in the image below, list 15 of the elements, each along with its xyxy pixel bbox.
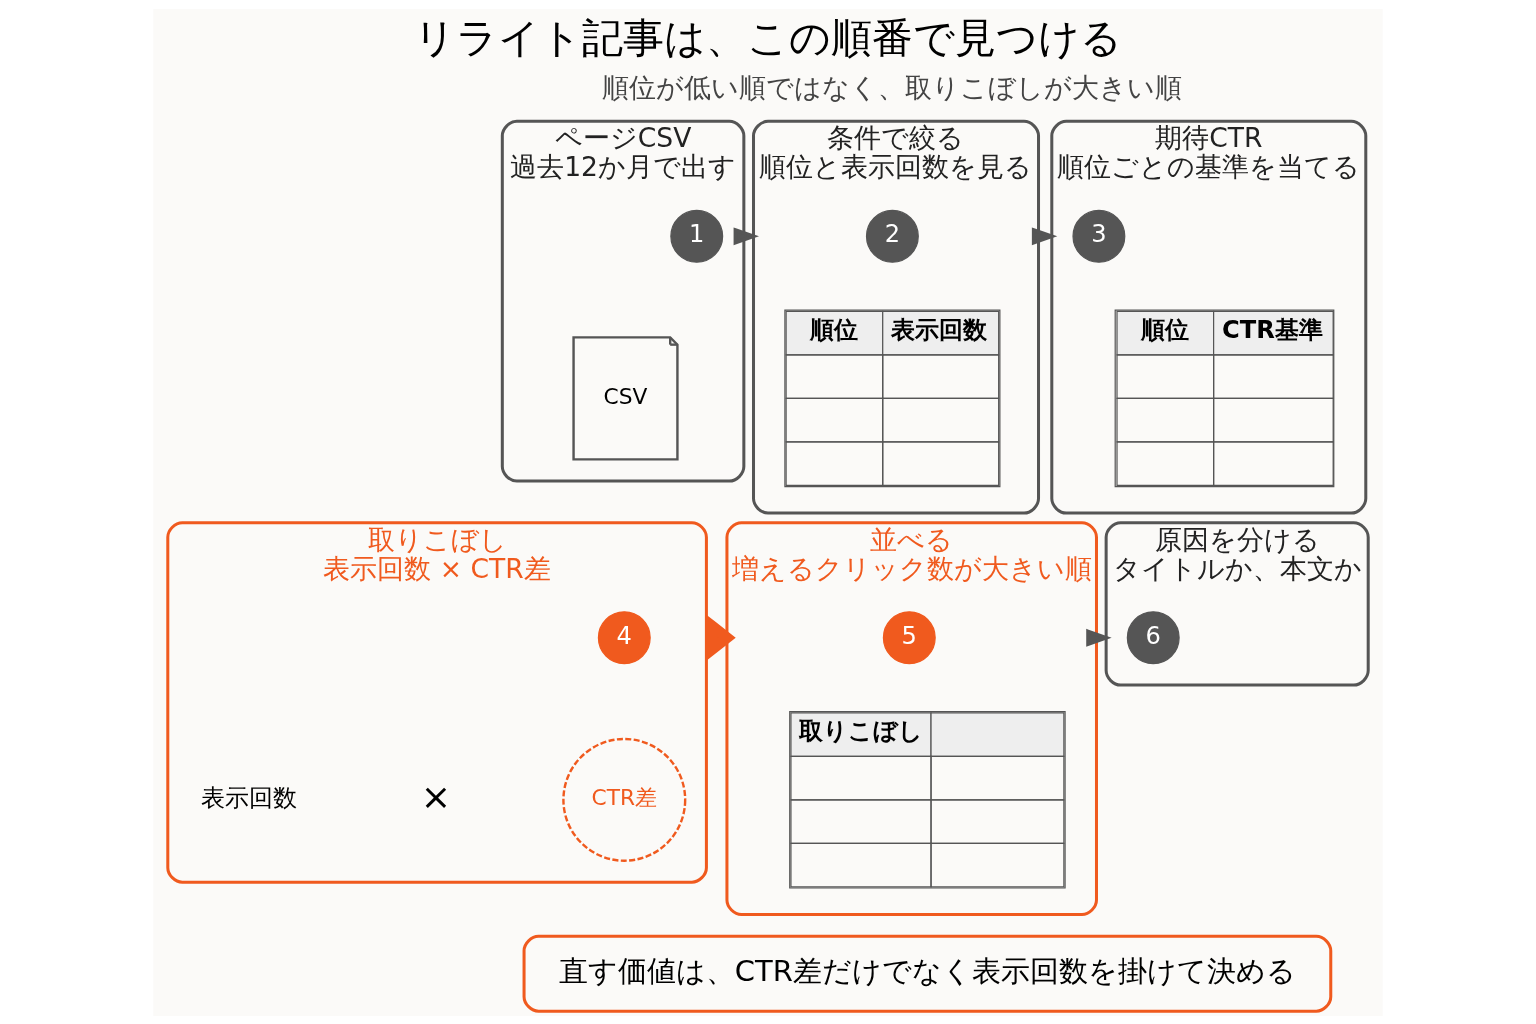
node-circle: 6 xyxy=(1126,610,1180,664)
node-circle: 2 xyxy=(865,209,919,263)
arrow xyxy=(733,226,759,245)
arrow xyxy=(1086,628,1112,647)
arrow xyxy=(1031,226,1058,245)
node-circle: 5 xyxy=(882,610,936,664)
diagram-title: リライト記事は、この順番で見つける xyxy=(414,13,1122,62)
node-circle: CTR差 xyxy=(562,737,687,862)
node-text: × xyxy=(420,774,452,818)
node-circle: 1 xyxy=(670,209,724,263)
node-text: 表示回数 xyxy=(200,783,297,812)
node-circle: 4 xyxy=(597,610,651,664)
label: 順位が低い順ではなく、取りこぼしが大きい順 xyxy=(602,71,1183,103)
node-circle: 3 xyxy=(1072,209,1126,263)
node-box: 直す価値は、CTR差だけでなく表示回数を掛けて決める xyxy=(522,934,1333,1013)
